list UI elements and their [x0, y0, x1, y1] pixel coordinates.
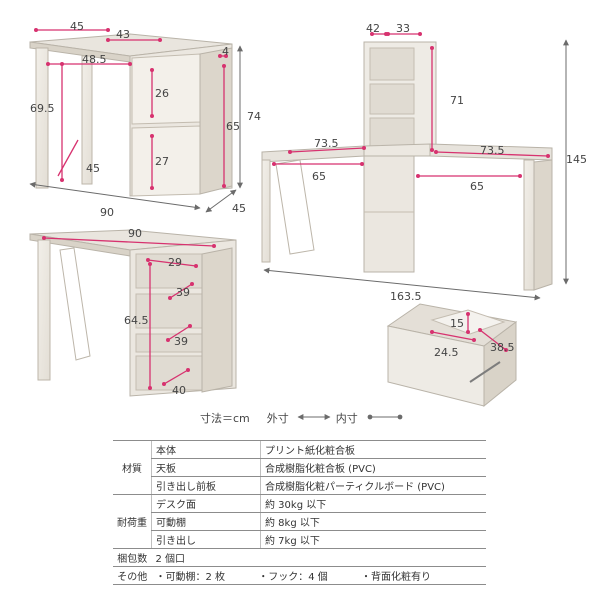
inner-dimension-dot-end: [397, 414, 403, 420]
label-drawer-height: 15: [450, 317, 464, 330]
other-values: ・可動棚：2 枚 ・フック：4 個 ・背面化粧有り: [151, 566, 486, 585]
legend-inner: 内寸: [335, 412, 358, 425]
material-name-1: 本体: [151, 440, 261, 459]
label-drawer-top: 26: [155, 87, 169, 100]
label-total-height: 145: [566, 153, 587, 166]
other-group-label: その他: [113, 566, 152, 585]
label-inner-height: 69.5: [30, 102, 55, 115]
table-row: 天板 合成樹脂化粧合板 (PVC): [113, 458, 486, 477]
label-gap: 4: [222, 45, 229, 58]
label-top-depth: 43: [116, 28, 130, 41]
material-value-2: 合成樹脂化粧合板 (PVC): [260, 458, 486, 477]
label-drawer-bottom: 27: [155, 155, 169, 168]
material-name-2: 天板: [151, 458, 261, 477]
material-group-label: 材質: [113, 440, 152, 495]
table-row: 耐荷重 デスク面 約 30kg 以下: [113, 494, 486, 549]
label-depth: 45: [232, 202, 246, 215]
label-shelf-width-1: 42: [366, 22, 380, 35]
load-name-2: 可動棚: [151, 512, 261, 531]
packages-group-label: 梱包数: [113, 548, 152, 567]
label-left-top: 73.5: [314, 137, 339, 150]
label-shelf-2: 39: [176, 286, 190, 299]
packages-value: 2 個口: [151, 548, 486, 567]
table-row: その他 ・可動棚：2 枚 ・フック：4 個 ・背面化粧有り: [113, 566, 486, 585]
spec-table: 材質 本体 プリント紙化粧合板 天板 合成樹脂化粧合板 (PVC) 引き出し前板…: [113, 440, 486, 585]
combined-desk-diagram: 42 33 71 73.5 73.5 65 65 145 163.5: [261, 22, 587, 303]
load-name-3: 引き出し: [151, 530, 261, 549]
label-shelf-desk-width: 90: [128, 227, 142, 240]
label-shelf-height: 71: [450, 94, 464, 107]
material-value-1: プリント紙化粧合板: [260, 440, 486, 459]
label-shelf-1: 29: [168, 256, 182, 269]
load-name-1: デスク面: [151, 494, 261, 513]
inner-dimension-dot-start: [367, 414, 373, 420]
desk-with-drawers-diagram: 45 43 48.5 4 69.5 45 26 27 65 74 90 45: [29, 20, 261, 219]
table-row: 引き出し 約 7kg 以下: [113, 530, 486, 549]
label-shelf-width-2: 33: [396, 22, 410, 35]
other-item-2: ・フック：4 個: [258, 572, 328, 583]
table-row: 梱包数 2 個口: [113, 548, 486, 567]
load-value-2: 約 8kg 以下: [260, 512, 486, 531]
label-inner-width: 48.5: [82, 53, 107, 66]
drawer-diagram: 15 24.5 38.5: [386, 303, 518, 408]
other-item-3: ・背面化粧有り: [360, 572, 431, 583]
table-row: 可動棚 約 8kg 以下: [113, 512, 486, 531]
legend-outer: 外寸: [266, 412, 289, 425]
label-shelf-3: 39: [174, 335, 188, 348]
load-value-1: 約 30kg 以下: [260, 494, 486, 513]
dimension-legend: 寸法＝cm 外寸 内寸: [200, 410, 358, 426]
label-total-width: 163.5: [390, 290, 422, 303]
label-drawer-depth: 38.5: [490, 341, 515, 354]
label-leg-depth: 45: [86, 162, 100, 175]
legend-unit: 寸法＝cm: [200, 412, 250, 425]
label-height: 74: [247, 110, 261, 123]
label-right-inner: 65: [470, 180, 484, 193]
label-left-inner: 65: [312, 170, 326, 183]
label-drawer-width: 24.5: [434, 346, 459, 359]
label-cabinet-height: 65: [226, 120, 240, 133]
material-name-3: 引き出し前板: [151, 476, 261, 495]
label-top-width: 45: [70, 20, 84, 33]
label-shelf-height: 64.5: [124, 314, 149, 327]
table-row: 材質 本体 プリント紙化粧合板: [113, 440, 486, 495]
label-right-top: 73.5: [480, 144, 505, 157]
load-group-label: 耐荷重: [113, 494, 152, 549]
other-item-1: ・可動棚：2 枚: [155, 572, 226, 583]
load-value-3: 約 7kg 以下: [260, 530, 486, 549]
label-shelf-4: 40: [172, 384, 186, 397]
desk-with-shelves-diagram: 90 29 39 39 40 64.5: [29, 227, 237, 397]
material-value-3: 合成樹脂化粧パーティクルボード (PVC): [260, 476, 486, 495]
table-row: 引き出し前板 合成樹脂化粧パーティクルボード (PVC): [113, 476, 486, 495]
label-width: 90: [100, 206, 114, 219]
